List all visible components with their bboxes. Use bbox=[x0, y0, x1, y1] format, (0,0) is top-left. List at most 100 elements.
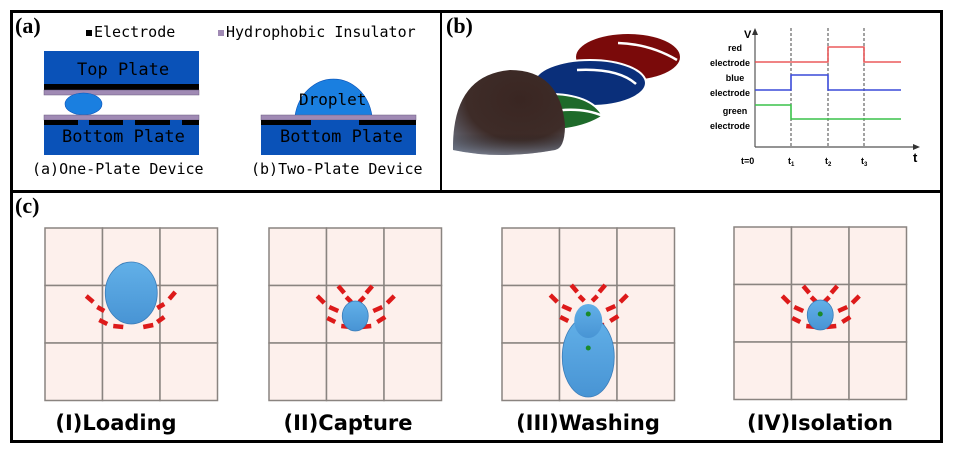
y-series-label: electrode bbox=[710, 88, 750, 98]
magnetic-field-dash bbox=[793, 304, 805, 314]
magnetic-field-dash bbox=[142, 322, 154, 330]
magnetic-field-dash bbox=[167, 290, 177, 301]
magnetic-field-dash bbox=[155, 315, 166, 324]
grid-electrode-cell bbox=[848, 283, 908, 343]
magnetic-bead bbox=[817, 311, 823, 317]
grid-electrode-cell bbox=[101, 342, 161, 402]
droplet bbox=[104, 261, 158, 325]
grid-electrode-cell bbox=[790, 341, 850, 401]
magnetic-field-dash bbox=[577, 294, 586, 303]
two-plate-caption: (b)Two-Plate Device bbox=[251, 160, 423, 178]
electrode-swatch-icon bbox=[86, 30, 92, 36]
magnetic-field-dash bbox=[357, 295, 366, 304]
grid-electrode-cell bbox=[325, 227, 385, 287]
magnetic-bead bbox=[585, 311, 591, 317]
magnetic-field-dash bbox=[328, 304, 340, 314]
magnetic-field-dash bbox=[113, 323, 124, 330]
legend-insulator-label: Hydrophobic Insulator bbox=[226, 23, 416, 41]
grid-electrode-cell bbox=[268, 342, 328, 402]
grid-electrode-cell bbox=[733, 341, 793, 401]
electrode-gap bbox=[576, 68, 637, 85]
magnetic-field-dash bbox=[618, 293, 629, 304]
bottom-plate-label: Bottom Plate bbox=[62, 127, 185, 147]
magnetic-field-dash bbox=[385, 294, 396, 305]
x-axis-label: t bbox=[913, 150, 918, 165]
magnetic-field-dash bbox=[597, 283, 607, 294]
grid-electrode-cell bbox=[558, 227, 618, 287]
magnetic-field-dash bbox=[561, 303, 573, 313]
magnetic-field-dash bbox=[372, 304, 384, 314]
bottom-plate-label: Bottom Plate bbox=[280, 127, 403, 147]
magnetic-bead bbox=[585, 345, 591, 351]
magnetic-field-dash bbox=[780, 294, 791, 305]
y-series-label: electrode bbox=[710, 121, 750, 131]
series-line-blue-electrode bbox=[755, 74, 901, 91]
grid-electrode-cell bbox=[790, 226, 850, 286]
x-tick-label: t2 bbox=[825, 156, 832, 168]
grid-electrode-cell bbox=[848, 226, 908, 286]
magnetic-field-dash bbox=[156, 302, 166, 310]
magnetic-field-dash bbox=[605, 303, 617, 313]
electrode-grid bbox=[733, 226, 908, 401]
droplet-label: Droplet bbox=[299, 90, 367, 109]
grid-electrode-cell bbox=[383, 284, 443, 344]
droplet bbox=[341, 300, 369, 332]
grid-electrode-cell bbox=[159, 342, 219, 402]
electrode-grid bbox=[268, 227, 443, 402]
series-line-green-electrode bbox=[755, 104, 901, 120]
panel-b-label: (b) bbox=[446, 13, 473, 38]
grid-electrode-cell bbox=[159, 284, 219, 344]
x-tick-label: t=0 bbox=[741, 156, 754, 166]
grid-electrode-cell bbox=[268, 227, 328, 287]
step-label-isolation: (IV)Isolation bbox=[747, 411, 893, 435]
magnetic-field-dash bbox=[590, 294, 599, 303]
magnetic-field-dash bbox=[609, 314, 620, 323]
magnetic-field-dash bbox=[791, 315, 802, 325]
y-series-label: blue bbox=[726, 73, 745, 83]
x-axis-arrow-icon bbox=[913, 144, 920, 150]
magnetic-field-dash bbox=[336, 284, 346, 295]
top-plate-label: Top Plate bbox=[77, 60, 170, 80]
magnetic-field-dash bbox=[559, 314, 570, 324]
grid-electrode-cell bbox=[44, 342, 104, 402]
magnetic-field-dash bbox=[96, 305, 106, 313]
electrode-grid bbox=[44, 227, 219, 402]
magnetic-field-dash bbox=[344, 295, 353, 304]
x-tick-label: t3 bbox=[861, 156, 868, 168]
magnetic-field-dash bbox=[364, 284, 374, 295]
magnetic-field-dash bbox=[548, 293, 559, 304]
grid-electrode-cell bbox=[383, 342, 443, 402]
grid-electrode-cell bbox=[159, 227, 219, 287]
electrode-gap bbox=[617, 41, 678, 62]
magnetic-field-dash bbox=[84, 294, 95, 304]
magnetic-field-dash bbox=[841, 315, 852, 324]
magnetic-field-dash bbox=[850, 294, 861, 305]
grid-electrode-cell bbox=[383, 227, 443, 287]
grid-electrode-cell bbox=[268, 284, 328, 344]
droplet-hemisphere bbox=[452, 70, 565, 155]
magnetic-field-dash bbox=[837, 304, 849, 314]
insulator-swatch-icon bbox=[218, 30, 224, 36]
grid-electrode-cell bbox=[616, 227, 676, 287]
y-axis-arrow-icon bbox=[752, 28, 758, 35]
magnetic-field-dash bbox=[315, 294, 326, 305]
grid-electrode-cell bbox=[848, 341, 908, 401]
step-isolation bbox=[780, 284, 861, 331]
panel-divider-horizontal bbox=[10, 190, 943, 193]
magnetic-field-dash bbox=[829, 284, 839, 295]
magnetic-field-dash bbox=[376, 315, 387, 324]
magnetic-field-dash bbox=[569, 283, 579, 294]
panel-divider-vertical bbox=[440, 10, 442, 192]
grid-electrode-cell bbox=[501, 227, 561, 287]
grid-electrode-cell bbox=[733, 283, 793, 343]
step-label-washing: (III)Washing bbox=[516, 411, 660, 435]
magnetic-field-dash bbox=[326, 315, 337, 325]
y-series-label: green bbox=[723, 106, 748, 116]
series-line-red-electrode bbox=[755, 46, 901, 63]
grid-electrode-cell bbox=[325, 342, 385, 402]
legend-electrode-label: Electrode bbox=[94, 23, 176, 41]
step-washing bbox=[548, 283, 629, 398]
